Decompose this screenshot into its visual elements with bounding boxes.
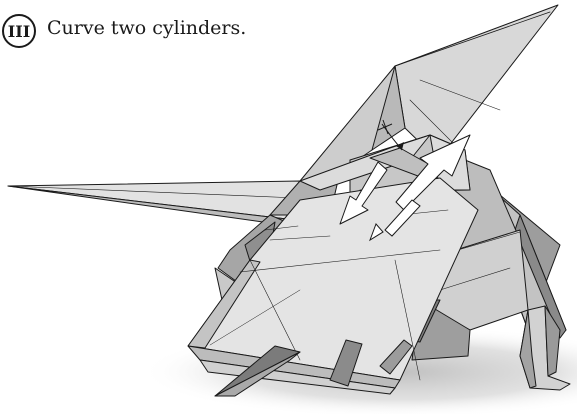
origami-diagram [0,0,577,414]
